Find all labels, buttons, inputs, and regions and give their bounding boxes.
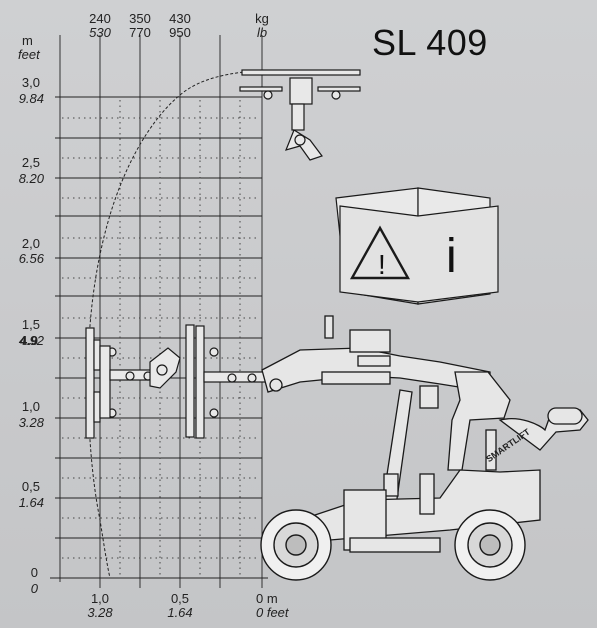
capacity-lb-1: 530: [89, 25, 111, 40]
x-tick-ft-0: 0 feet: [256, 605, 289, 620]
raised-vacuum-frame: [239, 69, 361, 161]
capacity-kg-3: 430: [169, 11, 191, 26]
grid-solid: [50, 35, 268, 588]
warning-triangle-icon: [349, 225, 411, 280]
x-unit-imperial: lb: [256, 25, 268, 40]
y-tick-ft-4-92: 4.92: [18, 333, 44, 348]
wheels: [260, 509, 526, 581]
warning-mark: !: [378, 249, 386, 280]
y-tick-overlap: 4.9: [19, 333, 38, 348]
capacity-kg-1: 240: [89, 11, 111, 26]
y-unit-imperial: feet: [18, 47, 40, 62]
manual-book: [335, 187, 499, 305]
y-tick-m-2-5: 2,5: [21, 155, 40, 170]
capacity-kg-2: 350: [129, 11, 151, 26]
y-tick-ft-3-28: 3.28: [18, 415, 44, 430]
y-tick-m-1-0: 1,0: [21, 399, 40, 414]
capacity-lb-2: 770: [129, 25, 151, 40]
x-tick-ft-3-28: 3.28: [87, 605, 113, 620]
model-title: SL 409: [372, 22, 488, 63]
grid-dotted: [62, 100, 260, 575]
reach-envelope-curve: [87, 69, 269, 579]
x-tick-m-0: 0 m: [256, 591, 278, 606]
y-tick-ft-6-56: 6.56: [18, 251, 44, 266]
y-tick-ft-0: 0: [30, 581, 38, 596]
capacity-lb-3: 950: [169, 25, 191, 40]
y-tick-m-2-0: 2,0: [21, 236, 40, 251]
x-tick-m-0-5: 0,5: [170, 591, 190, 606]
y-tick-ft-1-64: 1.64: [18, 495, 44, 510]
info-icon: i: [446, 230, 457, 283]
y-unit-metric: m: [22, 33, 33, 48]
x-unit-metric: kg: [255, 11, 269, 26]
x-tick-ft-1-64: 1.64: [167, 605, 193, 620]
vertical-vacuum-frames: [85, 324, 267, 439]
y-tick-m-1-5: 1,5: [21, 317, 40, 332]
x-tick-m-1-0: 1,0: [90, 591, 110, 606]
y-tick-ft-8-20: 8.20: [18, 171, 44, 186]
y-tick-ft-9-84: 9.84: [18, 91, 44, 106]
y-tick-m-3-0: 3,0: [21, 75, 40, 90]
y-tick-m-0-5: 0,5: [21, 479, 40, 494]
y-tick-m-0: 0: [30, 565, 38, 580]
